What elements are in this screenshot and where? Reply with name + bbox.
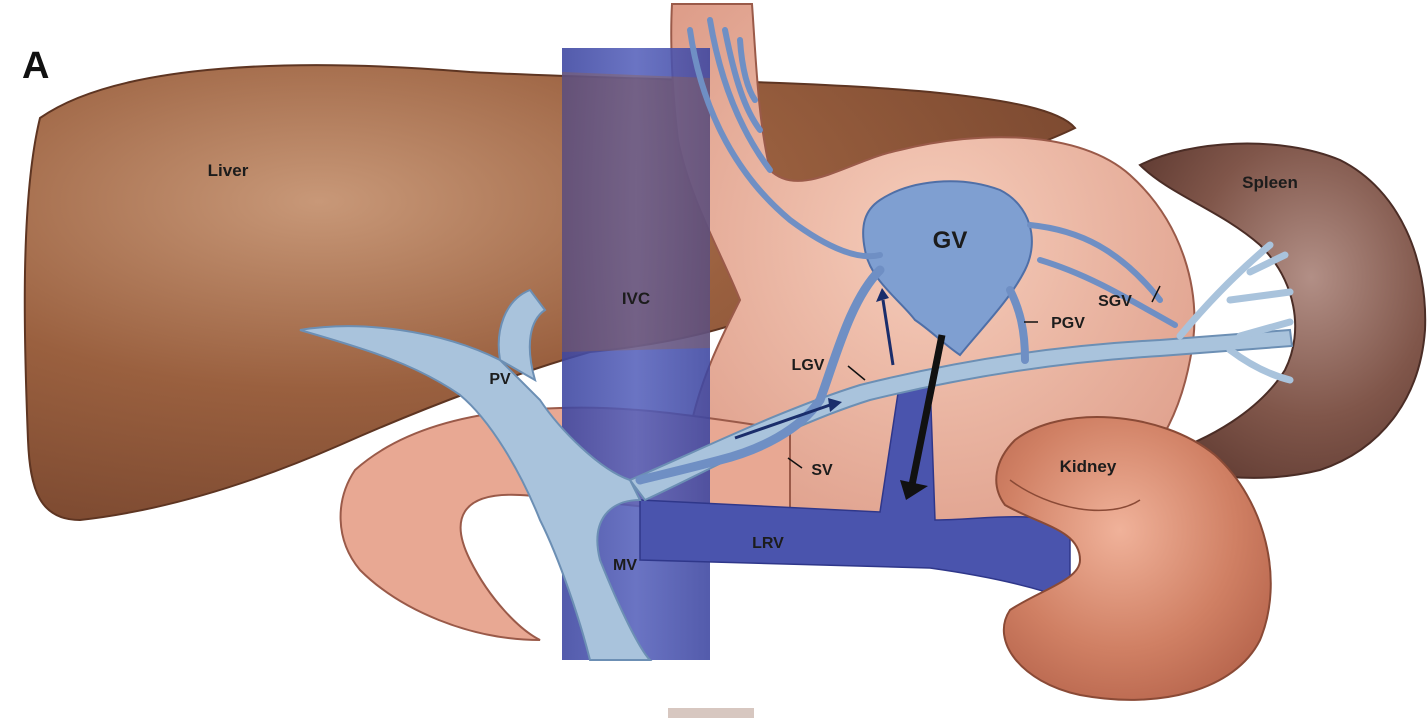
panel-letter: A — [22, 45, 49, 87]
lgv-label: LGV — [792, 357, 825, 374]
lrv-label: LRV — [752, 535, 784, 552]
spleen-label: Spleen — [1242, 173, 1298, 192]
kidney-label: Kidney — [1060, 457, 1117, 476]
aorta-stub — [668, 708, 754, 718]
splenic-branches — [1180, 245, 1290, 380]
sgv-label: SGV — [1098, 293, 1132, 310]
gv-label: GV — [933, 227, 968, 254]
pv-label: PV — [489, 371, 511, 388]
pgv-label: PGV — [1051, 315, 1085, 332]
sv-label: SV — [811, 462, 833, 479]
liver-overlay — [562, 72, 710, 352]
liver-label: Liver — [208, 161, 249, 180]
ivc-label: IVC — [622, 289, 650, 308]
mv-label: MV — [613, 557, 637, 574]
